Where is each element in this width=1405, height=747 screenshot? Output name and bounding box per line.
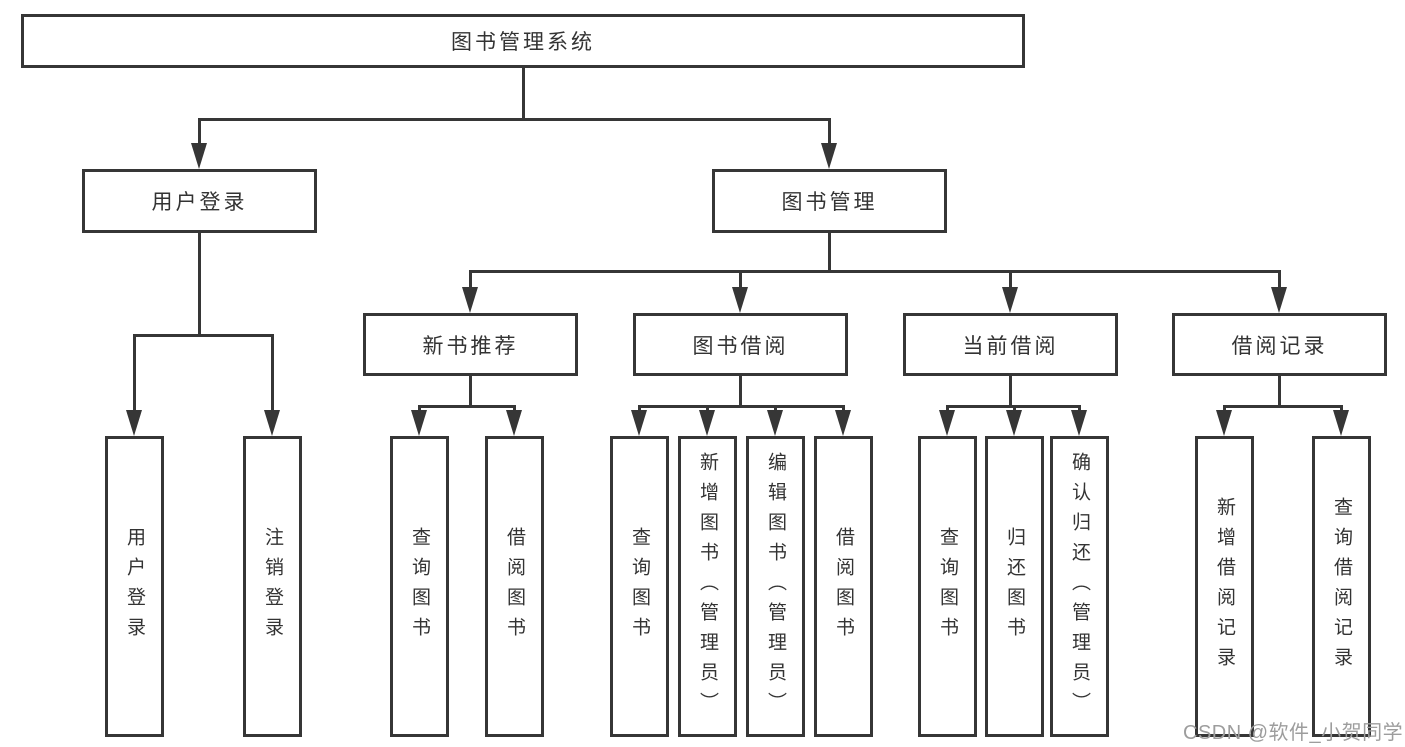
node-current-borrow: 当前借阅: [903, 313, 1118, 376]
leaf-user-login: 用户登录: [105, 436, 164, 737]
leaf-add-borrow-record: 新增借阅记录: [1195, 436, 1254, 737]
connector-line: [828, 121, 831, 144]
leaf-return-books: 归还图书: [985, 436, 1044, 737]
connector-line: [739, 376, 742, 407]
node-new-book-recommend-label: 新书推荐: [422, 334, 519, 358]
leaf-add-books-admin: 新增图书（管理员）: [678, 436, 737, 737]
node-user-login: 用户登录: [82, 169, 317, 233]
csdn-watermark: CSDN @软件_小贺同学: [1183, 722, 1404, 744]
leaf-borrow-books: 借阅图书: [814, 436, 873, 737]
leaf-edit-books-admin: 编辑图书（管理员）: [746, 436, 805, 737]
arrow-down-icon: [506, 410, 522, 436]
connector-line: [469, 270, 1281, 273]
node-borrow-records: 借阅记录: [1172, 313, 1387, 376]
arrow-down-icon: [699, 410, 715, 436]
arrow-down-icon: [1333, 410, 1349, 436]
arrow-down-icon: [631, 410, 647, 436]
leaf-recommend-query-books: 查询图书: [390, 436, 449, 737]
node-book-borrow: 图书借阅: [633, 313, 848, 376]
leaf-confirm-return-admin: 确认归还（管理员）: [1050, 436, 1109, 737]
connector-line: [739, 273, 742, 289]
arrow-down-icon: [1271, 287, 1287, 313]
leaf-recommend-borrow-books: 借阅图书: [485, 436, 544, 737]
connector-line: [1009, 273, 1012, 289]
arrow-down-icon: [1002, 287, 1018, 313]
node-book-management: 图书管理: [712, 169, 947, 233]
arrow-down-icon: [767, 410, 783, 436]
connector-line: [1009, 376, 1012, 407]
connector-line: [1278, 376, 1281, 407]
arrow-down-icon: [1006, 410, 1022, 436]
connector-line: [638, 405, 845, 408]
connector-line: [133, 337, 136, 413]
connector-line: [418, 405, 516, 408]
connector-line: [828, 233, 831, 272]
arrow-down-icon: [939, 410, 955, 436]
connector-line: [133, 334, 274, 337]
connector-line: [198, 121, 201, 144]
node-new-book-recommend: 新书推荐: [363, 313, 578, 376]
connector-line: [946, 405, 1081, 408]
connector-line: [469, 376, 472, 407]
node-book-management-label: 图书管理: [781, 191, 878, 214]
node-book-borrow-label: 图书借阅: [692, 334, 789, 358]
arrow-down-icon: [732, 287, 748, 313]
arrow-down-icon: [462, 287, 478, 313]
arrow-down-icon: [191, 143, 207, 169]
leaf-current-query-books: 查询图书: [918, 436, 977, 737]
node-current-borrow-label: 当前借阅: [962, 334, 1059, 358]
arrow-down-icon: [411, 410, 427, 436]
node-root-label: 图书管理系统: [451, 31, 595, 54]
connector-line: [1278, 273, 1281, 289]
node-borrow-records-label: 借阅记录: [1231, 334, 1328, 358]
arrow-down-icon: [821, 143, 837, 169]
arrow-down-icon: [264, 410, 280, 436]
connector-line: [198, 118, 831, 121]
arrow-down-icon: [1071, 410, 1087, 436]
leaf-query-borrow-record: 查询借阅记录: [1312, 436, 1371, 737]
arrow-down-icon: [1216, 410, 1232, 436]
connector-line: [469, 273, 472, 289]
arrow-down-icon: [126, 410, 142, 436]
node-root: 图书管理系统: [21, 14, 1025, 68]
leaf-borrow-query-books: 查询图书: [610, 436, 669, 737]
connector-line: [271, 337, 274, 413]
connector-line: [522, 68, 525, 120]
leaf-logout: 注销登录: [243, 436, 302, 737]
connector-line: [1223, 405, 1343, 408]
arrow-down-icon: [835, 410, 851, 436]
connector-line: [198, 233, 201, 336]
node-user-login-label: 用户登录: [151, 191, 248, 214]
